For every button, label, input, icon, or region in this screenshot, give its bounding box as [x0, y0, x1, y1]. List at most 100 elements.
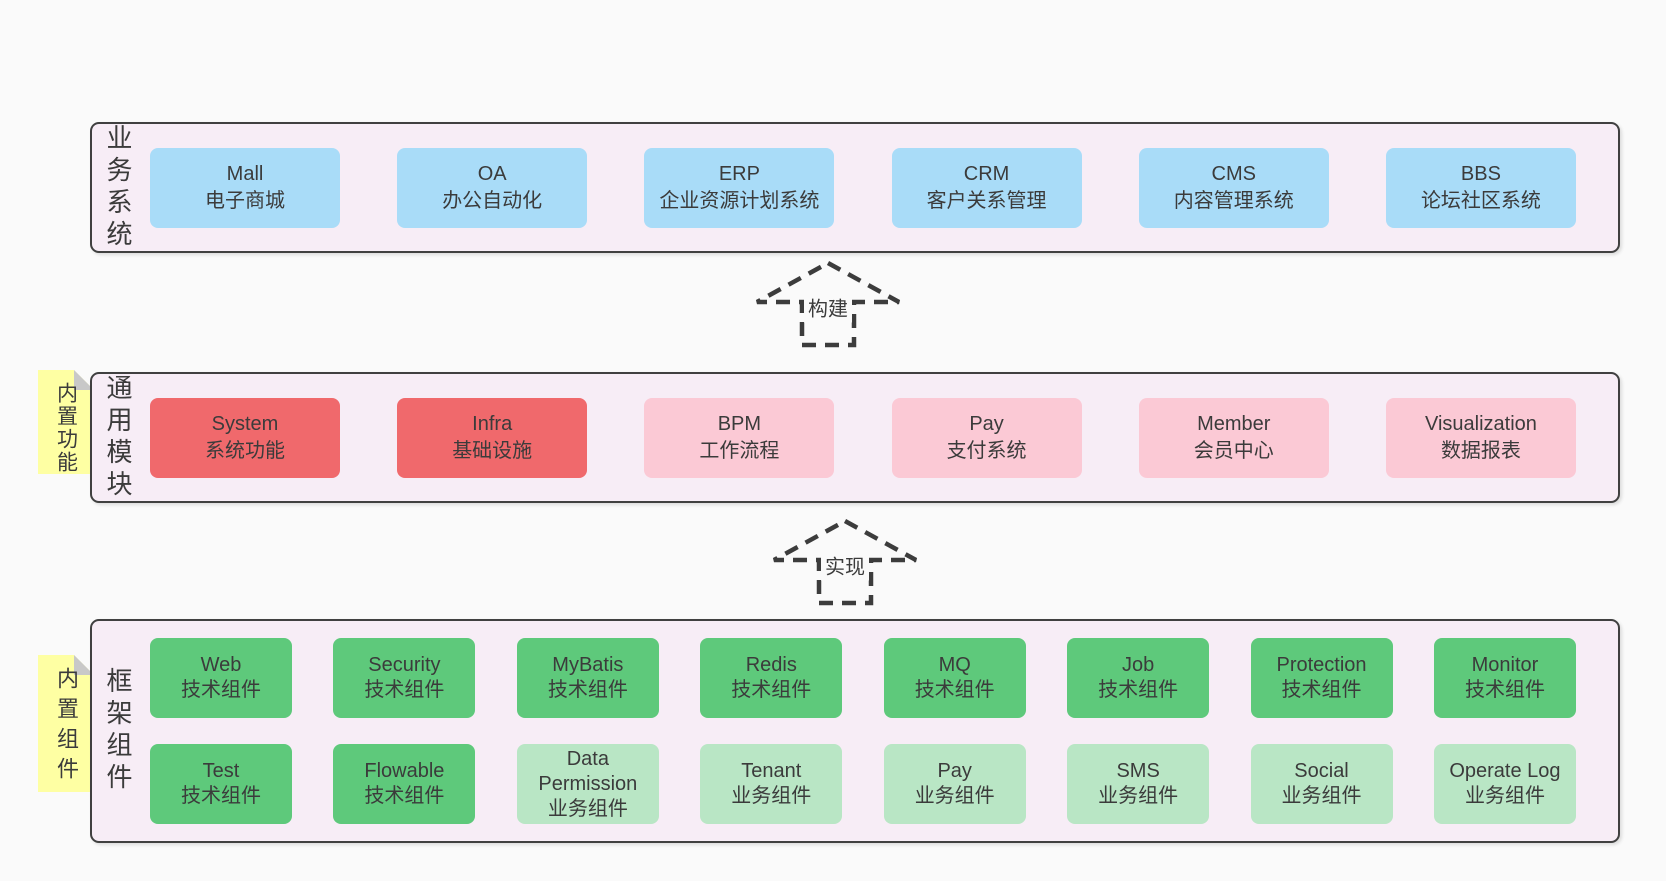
box-desc: 技术组件 [364, 785, 445, 807]
box-mybatis: MyBatis 技术组件 [516, 638, 659, 718]
box-desc: 内容管理系统 [1173, 189, 1294, 212]
box-monitor: Monitor 技术组件 [1433, 638, 1576, 718]
box-name: Member [1197, 412, 1271, 435]
box-desc: 办公自动化 [442, 189, 543, 212]
sticky-built-in-components: 内置组件 [38, 655, 94, 792]
band-common-modules-label: 通用模块 [103, 373, 133, 502]
box-name: Pay [969, 412, 1004, 435]
box-name: Pay [937, 760, 972, 782]
box-tenant: Tenant 业务组件 [700, 744, 843, 824]
box-desc: 技术组件 [914, 679, 995, 701]
box-name: Infra [472, 412, 513, 435]
arrow-implement: 实现 [770, 518, 920, 606]
box-name: Data Permission [538, 747, 638, 795]
box-desc: 电子商城 [205, 189, 285, 212]
sticky-label: 内置功能 [54, 382, 78, 474]
box-member: Member 会员中心 [1138, 397, 1329, 478]
box-name: System [211, 412, 279, 435]
arrow-build: 构建 [753, 260, 903, 348]
box-desc: 业务组件 [1281, 785, 1362, 807]
box-name: Monitor [1471, 654, 1539, 676]
box-name: BPM [717, 412, 762, 435]
box-desc: 会员中心 [1193, 439, 1274, 462]
box-name: Flowable [364, 760, 445, 782]
sticky-label: 内置组件 [54, 667, 79, 787]
box-name: Security [368, 654, 441, 676]
box-test: Test 技术组件 [150, 744, 292, 824]
box-name: Protection [1276, 654, 1367, 676]
box-name: Social [1294, 760, 1349, 782]
box-desc: 工作流程 [699, 439, 780, 462]
box-mall: Mall 电子商城 [150, 147, 340, 228]
band-framework-components: 框架组件 Web 技术组件 Security 技术组件 MyBatis 技术组件… [90, 619, 1620, 843]
box-cms: CMS 内容管理系统 [1138, 147, 1329, 228]
box-desc: 支付系统 [946, 439, 1027, 462]
box-social: Social 业务组件 [1250, 744, 1393, 824]
box-name: OA [477, 162, 507, 185]
box-bbs: BBS 论坛社区系统 [1385, 147, 1576, 228]
band-business-systems-label: 业务系统 [103, 123, 133, 252]
box-job: Job 技术组件 [1067, 638, 1210, 718]
box-name: Test [202, 760, 240, 782]
box-desc: 技术组件 [1464, 679, 1545, 701]
box-name: MQ [938, 654, 971, 676]
band-business-systems: 业务系统 Mall 电子商城 OA 办公自动化 ERP 企业资源计划系统 CRM… [90, 122, 1620, 253]
box-name: BBS [1460, 162, 1501, 185]
tech-components-row: Web 技术组件 Security 技术组件 MyBatis 技术组件 Redi… [150, 638, 1576, 718]
box-infra: Infra 基础设施 [397, 397, 588, 478]
box-redis: Redis 技术组件 [700, 638, 843, 718]
business-boxes: Mall 电子商城 OA 办公自动化 ERP 企业资源计划系统 CRM 客户关系… [150, 124, 1576, 251]
box-name: Tenant [741, 760, 802, 782]
component-boxes: Web 技术组件 Security 技术组件 MyBatis 技术组件 Redi… [150, 621, 1576, 841]
box-pay-component: Pay 业务组件 [883, 744, 1026, 824]
box-sms: SMS 业务组件 [1067, 744, 1210, 824]
box-name: SMS [1116, 760, 1160, 782]
box-desc: 技术组件 [364, 679, 445, 701]
box-erp: ERP 企业资源计划系统 [644, 147, 835, 228]
box-data-permission: Data Permission 业务组件 [516, 744, 659, 824]
box-web: Web 技术组件 [150, 638, 292, 718]
box-name: CRM [963, 162, 1010, 185]
box-name: Job [1121, 654, 1155, 676]
biz-components-row: Test 技术组件 Flowable 技术组件 Data Permission … [150, 744, 1576, 824]
box-flowable: Flowable 技术组件 [333, 744, 476, 824]
box-desc: 技术组件 [731, 679, 812, 701]
arrow-build-label: 构建 [804, 291, 852, 323]
box-desc: 业务组件 [1464, 785, 1545, 807]
box-name: Visualization [1424, 412, 1537, 435]
box-name: MyBatis [552, 654, 624, 676]
box-name: CMS [1211, 162, 1256, 185]
box-desc: 数据报表 [1440, 439, 1521, 462]
arrow-implement-label: 实现 [821, 549, 869, 581]
dashed-up-arrow-icon [755, 260, 901, 348]
box-desc: 技术组件 [1281, 679, 1362, 701]
band-framework-components-label: 框架组件 [103, 667, 133, 795]
box-security: Security 技术组件 [333, 638, 476, 718]
box-desc: 业务组件 [914, 785, 995, 807]
box-desc: 技术组件 [1098, 679, 1179, 701]
box-name: Redis [745, 654, 797, 676]
box-pay: Pay 支付系统 [891, 397, 1082, 478]
box-name: Mall [226, 162, 264, 185]
box-desc: 系统功能 [205, 439, 285, 462]
band-common-modules: 通用模块 System 系统功能 Infra 基础设施 BPM 工作流程 Pay… [90, 372, 1620, 503]
box-operate-log: Operate Log 业务组件 [1433, 744, 1576, 824]
module-boxes: System 系统功能 Infra 基础设施 BPM 工作流程 Pay 支付系统… [150, 374, 1576, 501]
box-desc: 业务组件 [1098, 785, 1179, 807]
box-desc: 业务组件 [731, 785, 812, 807]
box-crm: CRM 客户关系管理 [891, 147, 1082, 228]
box-desc: 技术组件 [181, 785, 261, 807]
box-desc: 技术组件 [181, 679, 261, 701]
dashed-up-arrow-icon [772, 518, 918, 606]
box-name: ERP [718, 162, 760, 185]
box-name: Web [200, 654, 242, 676]
box-desc: 客户关系管理 [926, 189, 1047, 212]
sticky-built-in-features: 内置功能 [38, 370, 94, 474]
box-mq: MQ 技术组件 [883, 638, 1026, 718]
box-desc: 业务组件 [547, 797, 628, 820]
box-name: Operate Log [1449, 760, 1561, 782]
box-desc: 基础设施 [452, 439, 533, 462]
box-oa: OA 办公自动化 [397, 147, 588, 228]
box-desc: 企业资源计划系统 [659, 189, 820, 212]
box-system: System 系统功能 [150, 397, 340, 478]
